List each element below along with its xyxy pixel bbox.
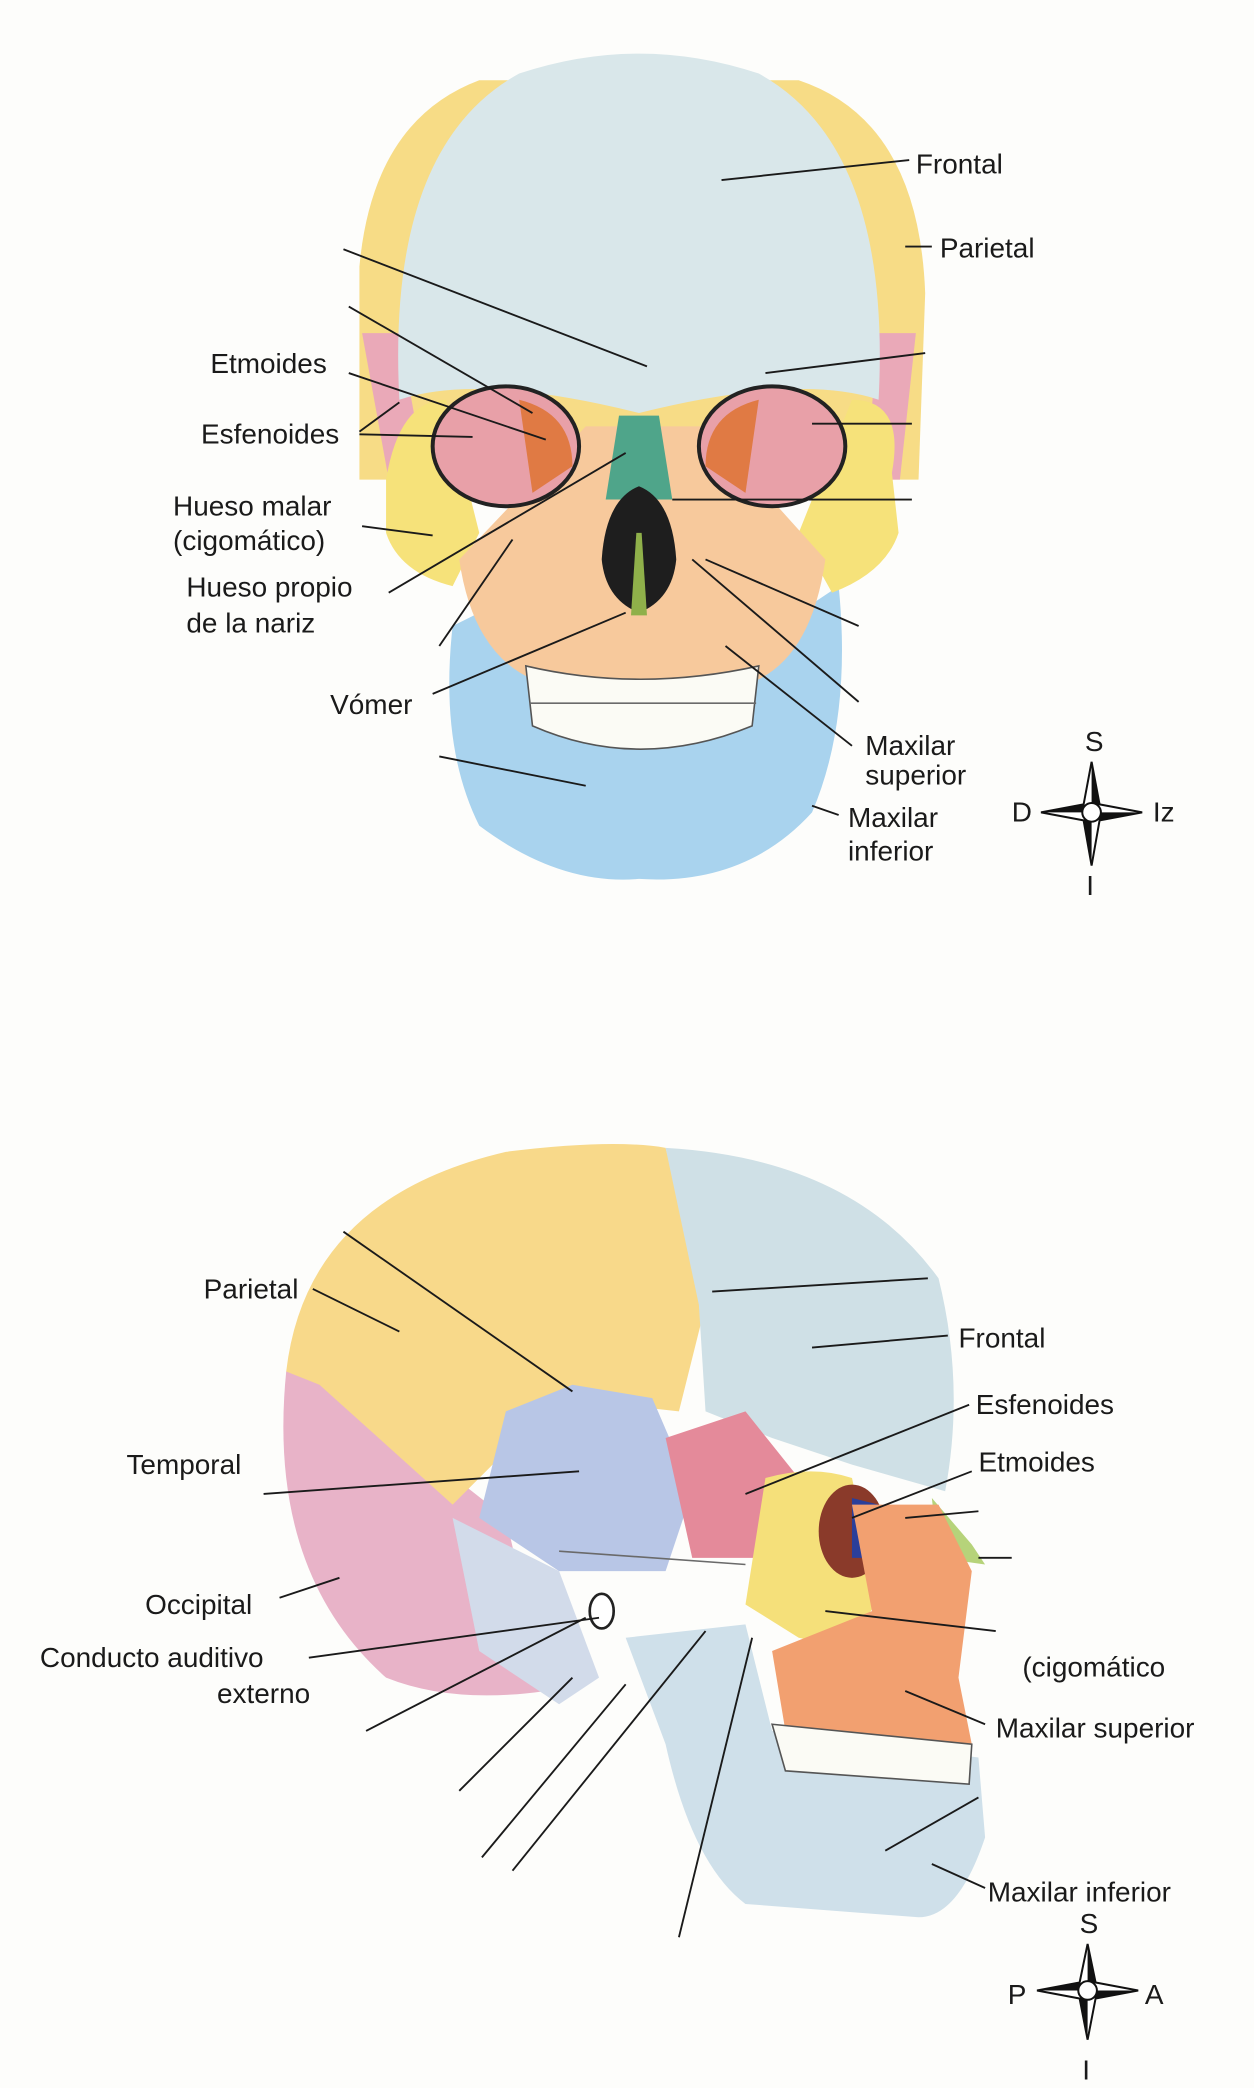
lateral-view-skull — [283, 1143, 986, 1918]
label-esfenoides: Esfenoides — [201, 419, 339, 450]
label-malar-1: Hueso malar — [173, 491, 331, 522]
nasal-bone — [605, 415, 673, 500]
compass-d: D — [1012, 797, 1032, 828]
compass-i: I — [1086, 870, 1094, 901]
teeth-lateral — [771, 1723, 973, 1786]
compass-s: S — [1080, 1908, 1099, 1939]
label-maxinf-lat: Maxilar inferior — [988, 1876, 1171, 1907]
label-conducto-2: externo — [217, 1678, 310, 1709]
frontal-bone — [398, 53, 880, 414]
compass-center — [1081, 802, 1102, 823]
label-frontal-lat: Frontal — [958, 1323, 1045, 1354]
label-temporal: Temporal — [126, 1449, 241, 1480]
label-vomer: Vómer — [330, 689, 412, 720]
label-frontal: Frontal — [916, 148, 1003, 179]
label-conducto-1: Conducto auditivo — [40, 1642, 264, 1673]
frontal-view-skull — [359, 53, 926, 880]
label-maxinf-1: Maxilar — [848, 802, 938, 833]
label-occipital: Occipital — [145, 1589, 252, 1620]
temporal-bone — [479, 1384, 693, 1572]
label-parietal: Parietal — [940, 232, 1035, 263]
compass-center — [1077, 1980, 1098, 2001]
compass-p: P — [1008, 1979, 1027, 2010]
compass-a: A — [1145, 1979, 1164, 2010]
zygomatic-arch — [559, 1550, 746, 1566]
parietal-bone-lateral — [286, 1143, 706, 1505]
frontal-bone-lateral — [665, 1147, 954, 1492]
label-etmoides: Etmoides — [210, 348, 326, 379]
frontal-leader-lines — [343, 159, 932, 816]
label-malar-2: (cigomático) — [173, 525, 325, 556]
compass-rose-frontal: S D Iz I — [1012, 726, 1175, 901]
label-maxinf-2: inferior — [848, 835, 933, 866]
teeth-frontal — [524, 664, 760, 750]
label-cigomatico: (cigomático — [1022, 1651, 1165, 1682]
vomer-bone — [630, 532, 647, 616]
compass-i: I — [1082, 2055, 1090, 2086]
label-etmoides-lat: Etmoides — [978, 1446, 1094, 1477]
label-esfenoides-lat: Esfenoides — [976, 1389, 1114, 1420]
label-parietal-lat: Parietal — [204, 1273, 299, 1304]
orbit-orange — [519, 399, 573, 493]
orbit-orange-left — [705, 399, 759, 493]
frontal-labels: Frontal Parietal Etmoides Esfenoides Hue… — [173, 148, 1035, 866]
maxilla-lateral — [772, 1504, 972, 1745]
label-maxsup-2: superior — [865, 759, 966, 790]
label-nasal-1: Hueso propio — [186, 572, 352, 603]
lateral-leader-lines — [263, 1230, 1012, 1938]
compass-iz: Iz — [1153, 797, 1175, 828]
compass-s: S — [1085, 726, 1104, 757]
lateral-labels: Parietal Frontal Esfenoides Etmoides Tem… — [40, 1273, 1195, 1907]
zygomatic-frontal-right — [798, 399, 899, 593]
label-maxsup-1: Maxilar — [865, 730, 955, 761]
label-nasal-2: de la nariz — [186, 608, 315, 639]
ear-canal — [588, 1592, 616, 1630]
compass-rose-lateral: S P A I — [1008, 1908, 1164, 2085]
label-maxsup-lat: Maxilar superior — [996, 1713, 1195, 1744]
